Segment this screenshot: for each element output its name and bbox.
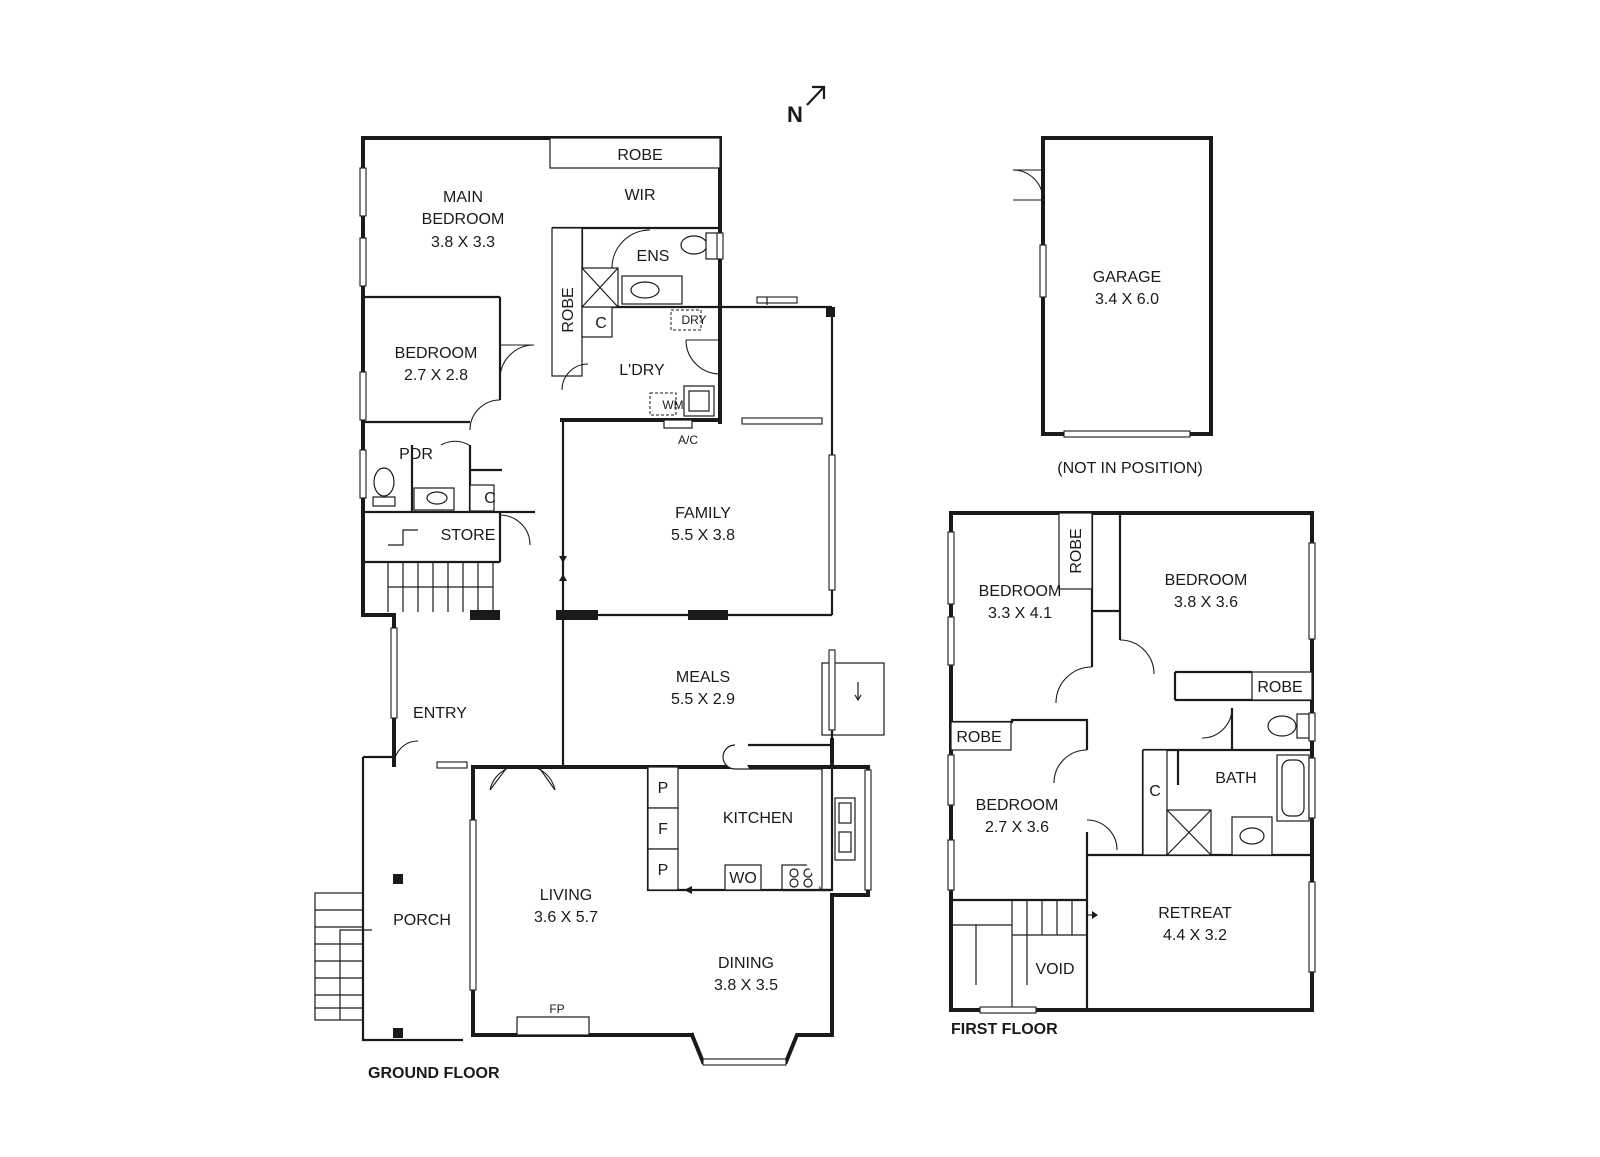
main-bedroom-label-line2: BEDROOM — [422, 211, 505, 228]
c-cupboard-label: C — [595, 315, 607, 332]
wir-label: WIR — [624, 187, 655, 204]
robe-vertical-label: ROBE — [560, 287, 577, 332]
dining-dims: 3.8 X 3.5 — [714, 977, 778, 994]
bedroom-2-label: BEDROOM — [1165, 572, 1248, 589]
air-conditioner-label: A/C — [678, 433, 698, 447]
kitchen-label: KITCHEN — [723, 810, 793, 827]
bedroom-3-label: BEDROOM — [976, 797, 1059, 814]
bath-label: BATH — [1215, 770, 1256, 787]
living-label: LIVING — [540, 887, 592, 904]
pantry-label-2: P — [658, 862, 669, 879]
bedroom-label: BEDROOM — [395, 345, 478, 362]
ground-floor-title: GROUND FLOOR — [368, 1065, 500, 1082]
garage-dims: 3.4 X 6.0 — [1095, 291, 1159, 308]
powder-room-label: PDR — [399, 446, 433, 463]
main-bedroom-dims: 3.8 X 3.3 — [431, 234, 495, 251]
wall-oven-label: WO — [729, 870, 757, 887]
c-cupboard-pdr-label: C — [484, 490, 496, 507]
family-dims: 5.5 X 3.8 — [671, 527, 735, 544]
family-label: FAMILY — [675, 505, 731, 522]
robe-1-label: ROBE — [1068, 528, 1085, 573]
north-label: N — [787, 102, 803, 127]
laundry-label: L'DRY — [619, 362, 665, 379]
bedroom-1-label: BEDROOM — [979, 583, 1062, 600]
first-floor-plan — [947, 511, 1316, 1014]
main-bedroom-label-line1: MAIN — [443, 189, 483, 206]
dining-label: DINING — [718, 955, 774, 972]
fireplace-label: FP — [549, 1002, 564, 1016]
bedroom-3-dims: 2.7 X 3.6 — [985, 819, 1049, 836]
porch-stairs — [314, 892, 372, 1021]
retreat-dims: 4.4 X 3.2 — [1163, 927, 1227, 944]
entry-label: ENTRY — [413, 705, 467, 722]
garage-label: GARAGE — [1093, 269, 1161, 286]
fridge-label: F — [658, 821, 668, 838]
bedroom-1-dims: 3.3 X 4.1 — [988, 605, 1052, 622]
robe-3-label: ROBE — [956, 729, 1001, 746]
store-label: STORE — [441, 527, 496, 544]
ground-floor-plan — [314, 136, 885, 1066]
first-floor-title: FIRST FLOOR — [951, 1021, 1058, 1038]
garage-plan — [1012, 136, 1213, 438]
robe-label: ROBE — [617, 147, 662, 164]
living-dims: 3.6 X 5.7 — [534, 909, 598, 926]
void-label: VOID — [1035, 961, 1074, 978]
robe-2-label: ROBE — [1257, 679, 1302, 696]
bedroom-2-dims: 3.8 X 3.6 — [1174, 594, 1238, 611]
ensuite-label: ENS — [637, 248, 670, 265]
north-arrow-icon — [806, 85, 826, 106]
pantry-label-1: P — [658, 780, 669, 797]
meals-dims: 5.5 X 2.9 — [671, 691, 735, 708]
washing-machine-label: WM — [662, 398, 683, 412]
dryer-label: DRY — [681, 313, 706, 327]
porch-label: PORCH — [393, 912, 451, 929]
first-floor-stairs — [951, 900, 1098, 1010]
meals-label: MEALS — [676, 669, 730, 686]
c-cupboard-first-label: C — [1149, 783, 1161, 800]
garage-note: (NOT IN POSITION) — [1057, 460, 1202, 477]
ground-stairs — [387, 529, 494, 612]
retreat-label: RETREAT — [1158, 905, 1232, 922]
bedroom-dims: 2.7 X 2.8 — [404, 367, 468, 384]
